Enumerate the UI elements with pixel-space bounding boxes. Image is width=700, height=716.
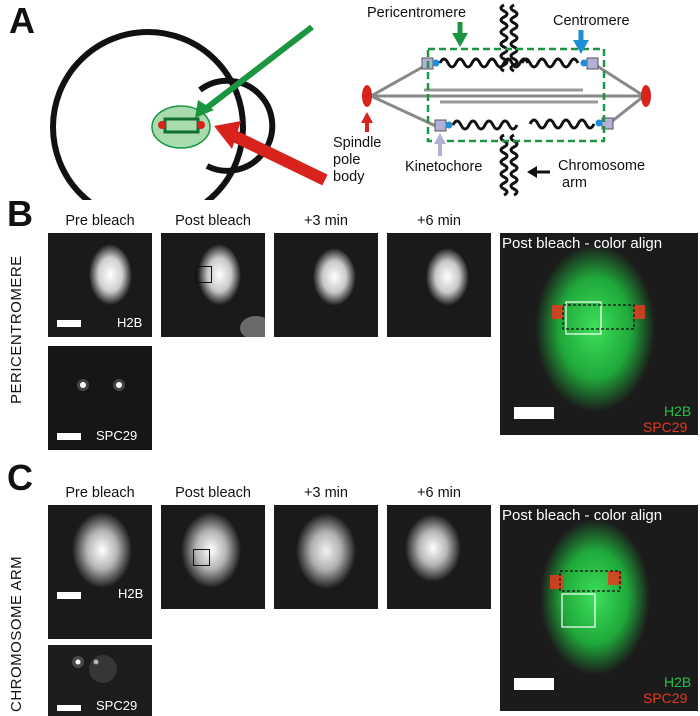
image-c-post-bleach: [161, 505, 265, 609]
chromosome-arm-arrow: [527, 166, 537, 178]
col-header-c-plus-6-min: +6 min: [417, 485, 461, 501]
image-c-plus-6-min: [387, 505, 491, 609]
chromatin-bottom-left: [451, 119, 519, 131]
col-header-plus-3-min: +3 min: [304, 213, 348, 229]
chromosome-arm-bottom-right: [509, 133, 519, 197]
spc29-label-c: SPC29: [96, 698, 138, 713]
scalebar-c-merge: [514, 678, 554, 690]
panel-letter-a: A: [9, 0, 35, 41]
merge-spc29-label-b: SPC29: [643, 419, 688, 435]
kinetochore-arrow: [434, 133, 446, 144]
scalebar-b-spc29: [57, 433, 81, 440]
image-c-pre-bleach: [48, 505, 152, 639]
chromosome-arm-top-right: [509, 3, 519, 73]
spb-left-dot: [158, 121, 166, 129]
merge-header-b: Post bleach - color align: [502, 235, 663, 252]
spb-right-dot: [197, 121, 205, 129]
chromosome-arm-top-left: [499, 3, 509, 73]
scalebar-b-merge: [514, 407, 554, 419]
pericentromere-arrow: [452, 33, 468, 47]
roi-c-post-bleach: [193, 549, 210, 566]
roi-b-post-bleach: [195, 266, 212, 283]
label-pericentromere: Pericentromere: [367, 5, 467, 21]
row-label-chromosome-arm: CHROMOSOME ARM: [8, 555, 25, 712]
merge-header-c: Post bleach - color align: [502, 507, 663, 524]
label-centromere: Centromere: [553, 13, 630, 29]
h2b-label-b: H2B: [117, 315, 143, 330]
spb-left: [362, 85, 372, 107]
merge-h2b-label-b: H2B: [664, 403, 692, 419]
image-b-merge: [500, 233, 698, 435]
col-header-c-pre-bleach: Pre bleach: [65, 485, 135, 501]
col-header-plus-6-min: +6 min: [417, 213, 461, 229]
image-b-pre-bleach: [48, 233, 152, 337]
chromatin-top-right: [520, 57, 580, 69]
scalebar-c-spc29: [57, 705, 81, 711]
image-b-plus-3-min: [274, 233, 378, 337]
pericentromere-box: [426, 47, 606, 143]
merge-spc29-label-c: SPC29: [643, 690, 688, 706]
h2b-label-c: H2B: [118, 586, 144, 601]
scalebar-c: [57, 592, 81, 599]
bud-cell: [198, 77, 276, 174]
cell-diagram: [50, 3, 651, 200]
row-label-pericentromere: PERICENTROMERE: [8, 255, 25, 404]
chromosome-arm-bottom-left: [499, 133, 509, 197]
image-b-plus-6-min: [387, 233, 491, 337]
chromatin-bottom-right: [528, 118, 596, 130]
kinetochore-tr: [586, 57, 599, 70]
image-b-spc29: [48, 346, 152, 450]
spb-arrow: [361, 112, 373, 123]
merge-h2b-label-c: H2B: [664, 674, 692, 690]
image-b-post-bleach: [161, 233, 265, 337]
mother-cell: [50, 29, 246, 200]
col-header-post-bleach: Post bleach: [175, 213, 251, 229]
label-chromosome-arm: Chromosome arm: [558, 158, 646, 191]
panel-letter-c: C: [7, 457, 33, 498]
red-arrow-head: [214, 121, 241, 149]
image-c-merge: [500, 505, 698, 711]
spb-right: [641, 85, 651, 107]
image-c-plus-3-min: [274, 505, 378, 609]
label-kinetochore: Kinetochore: [405, 159, 483, 175]
centromere-arrow: [573, 40, 589, 54]
panel-letter-b: B: [7, 193, 33, 234]
green-arrow-head: [195, 100, 214, 118]
scalebar-b: [57, 320, 81, 327]
image-c-spc29: [48, 645, 152, 716]
label-spindle-pole-body: Spindle pole body: [333, 135, 382, 185]
col-header-c-plus-3-min: +3 min: [304, 485, 348, 501]
col-header-c-post-bleach: Post bleach: [175, 485, 251, 501]
col-header-pre-bleach: Pre bleach: [65, 213, 135, 229]
spc29-label-b: SPC29: [96, 428, 138, 443]
kinetochore-bl: [434, 119, 447, 132]
